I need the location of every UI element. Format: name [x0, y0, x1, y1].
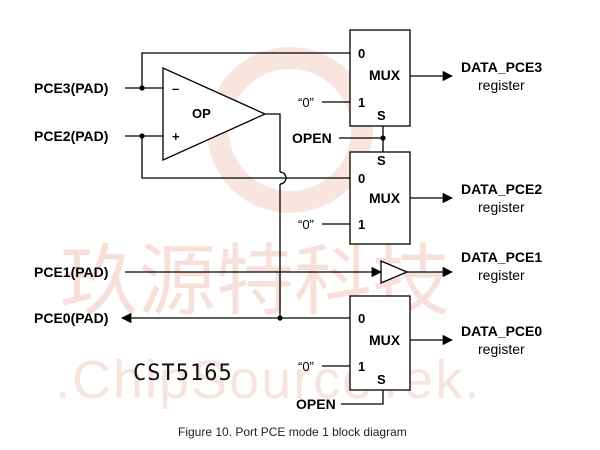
junction-open — [380, 135, 386, 141]
output-pce1-name: DATA_PCE1 — [461, 249, 542, 265]
mux-pce2-in1: 1 — [358, 217, 365, 232]
wire-op-hop — [279, 171, 287, 185]
output-pce3-sub: register — [478, 77, 525, 93]
opamp-label: OP — [192, 106, 211, 121]
junction-op-pce0 — [277, 315, 283, 321]
label-pce2-pad: PCE2(PAD) — [34, 128, 108, 144]
label-pce0-pad: PCE0(PAD) — [34, 310, 108, 326]
wire-op-out-top — [265, 113, 281, 172]
mux-pce0-label: MUX — [369, 332, 401, 348]
mux-pce3-sel: S — [377, 108, 386, 123]
output-pce3-name: DATA_PCE3 — [461, 59, 542, 75]
part-number: CST5165 — [133, 361, 233, 386]
output-pce1-sub: register — [478, 267, 525, 283]
watermark: 玖源特科技 .ChipSourceTek. — [55, 47, 481, 410]
output-pce2-name: DATA_PCE2 — [461, 181, 542, 197]
label-pce1-pad: PCE1(PAD) — [34, 264, 108, 280]
wire-pce3-to-mux0 — [141, 52, 350, 88]
watermark-logo-ring — [207, 47, 373, 213]
const-zero-mux2: “0” — [298, 217, 314, 232]
wire-open-bottom — [341, 390, 384, 405]
junction-pce2 — [139, 133, 145, 139]
figure-caption: Figure 10. Port PCE mode 1 block diagram — [178, 425, 407, 439]
mux-pce0-box — [349, 295, 411, 391]
output-pce0-sub: register — [478, 341, 525, 357]
label-open-bottom: OPEN — [296, 396, 336, 412]
mux-pce0-sel: S — [377, 372, 386, 387]
output-pce2-sub: register — [478, 199, 525, 215]
const-zero-mux0: “0” — [298, 359, 314, 374]
const-zero-mux3: “0” — [298, 95, 314, 110]
mux-pce3-in1: 1 — [358, 95, 365, 110]
mux-pce2-box — [349, 151, 411, 245]
wire-pce2-to-mux0 — [141, 136, 350, 179]
mux-pce3-in0: 0 — [358, 46, 365, 61]
mux-pce0-in1: 1 — [358, 359, 365, 374]
watermark-english: .ChipSourceTek. — [55, 350, 481, 410]
output-pce0-name: DATA_PCE0 — [461, 323, 542, 339]
label-open-mid: OPEN — [292, 130, 332, 146]
mux-pce2-sel: S — [377, 153, 386, 168]
mux-pce2-in0: 0 — [358, 171, 365, 186]
opamp-triangle — [162, 66, 267, 162]
mux-pce3-box — [349, 29, 411, 127]
mux-pce0-in0: 0 — [358, 311, 365, 326]
mux-pce2-label: MUX — [369, 190, 401, 206]
opamp-minus: – — [172, 81, 179, 96]
label-pce3-pad: PCE3(PAD) — [34, 80, 108, 96]
mux-pce3-label: MUX — [369, 67, 401, 83]
junction-pce3 — [139, 85, 145, 91]
opamp-plus: + — [172, 129, 180, 144]
